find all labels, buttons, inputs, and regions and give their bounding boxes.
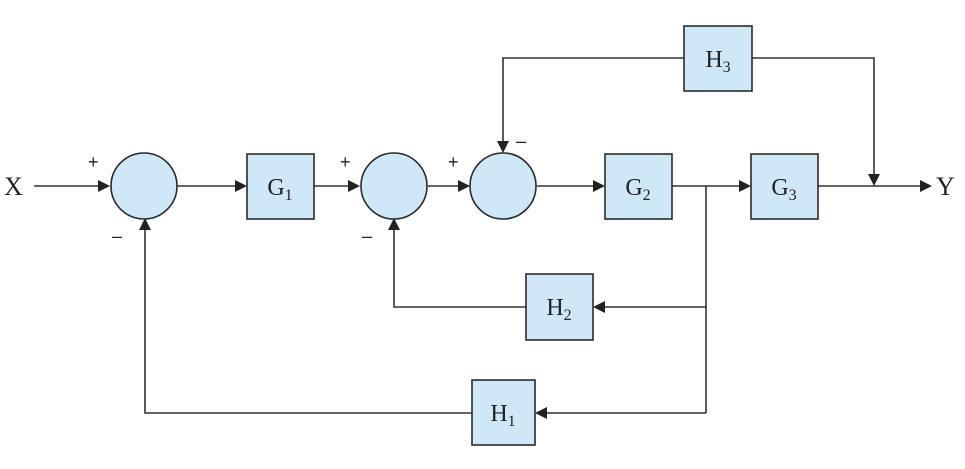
block-h3: H3: [683, 25, 753, 92]
block-g1-box: [246, 153, 315, 220]
arrow-into-g3: [739, 180, 751, 192]
block-g3-subscript: 3: [789, 187, 797, 204]
wire-h1-to-sum1: [144, 227, 472, 414]
wire-h3-left: [502, 57, 684, 142]
arrow-into-g1: [235, 180, 247, 192]
block-g1: G1: [246, 153, 315, 220]
arrow-into-sum3: [458, 180, 470, 192]
block-g3-label: G3: [771, 175, 796, 204]
block-h3-box: [683, 25, 753, 92]
block-h2-subscript: 2: [564, 307, 572, 324]
arrow-into-output: [920, 180, 932, 192]
block-h3-subscript: 3: [723, 59, 731, 76]
sign-sum3-left: +: [448, 152, 459, 172]
block-h2: H2: [525, 273, 594, 341]
block-g2-subscript: 2: [643, 187, 651, 204]
arrow-into-g2: [593, 180, 605, 192]
arrow-h1-into-sum1: [139, 218, 151, 230]
block-h3-symbol: H: [705, 47, 722, 73]
block-g2: G2: [604, 153, 673, 220]
input-label-x: X: [4, 172, 23, 201]
summing-junction-2: [360, 152, 428, 220]
summing-junction-1: [110, 152, 178, 220]
block-h1-symbol: H: [490, 401, 507, 427]
arrow-into-h2: [593, 301, 605, 313]
arrowheads: [98, 141, 932, 419]
block-h1-box: [471, 379, 536, 446]
block-g2-symbol: G: [625, 175, 642, 201]
block-h2-label: H2: [546, 295, 571, 324]
signal-wires: [34, 57, 922, 414]
block-g2-label: G2: [625, 175, 650, 204]
block-g2-box: [604, 153, 673, 220]
arrow-into-h1: [535, 407, 547, 419]
sign-sum1-top: +: [88, 152, 99, 172]
arrow-h3-into-output-line: [868, 174, 880, 186]
block-h1: H1: [471, 379, 536, 446]
block-h2-symbol: H: [546, 295, 563, 321]
block-h1-subscript: 1: [508, 413, 516, 430]
block-g1-subscript: 1: [285, 187, 293, 204]
block-g1-symbol: G: [267, 175, 284, 201]
block-h2-box: [525, 273, 594, 341]
block-g3-box: [750, 153, 819, 220]
sign-sum2-bottom: –: [362, 226, 372, 246]
arrow-into-sum1: [98, 180, 110, 192]
block-g3-symbol: G: [771, 175, 788, 201]
block-g3: G3: [750, 153, 819, 220]
block-h1-label: H1: [490, 401, 515, 430]
wire-h2-to-sum2: [393, 227, 526, 308]
block-g1-label: G1: [267, 175, 292, 204]
wire-h3-right: [752, 57, 875, 176]
sign-sum3-top: –: [516, 131, 526, 151]
arrow-h2-into-sum2: [388, 218, 400, 230]
summing-junction-3: [469, 152, 537, 220]
block-h3-label: H3: [705, 47, 730, 76]
arrow-h3-into-sum3: [497, 141, 509, 153]
arrow-into-sum2: [348, 180, 360, 192]
sign-sum1-bottom: –: [112, 226, 122, 246]
sign-sum2-top: +: [340, 152, 351, 172]
output-label-y: Y: [936, 172, 955, 201]
